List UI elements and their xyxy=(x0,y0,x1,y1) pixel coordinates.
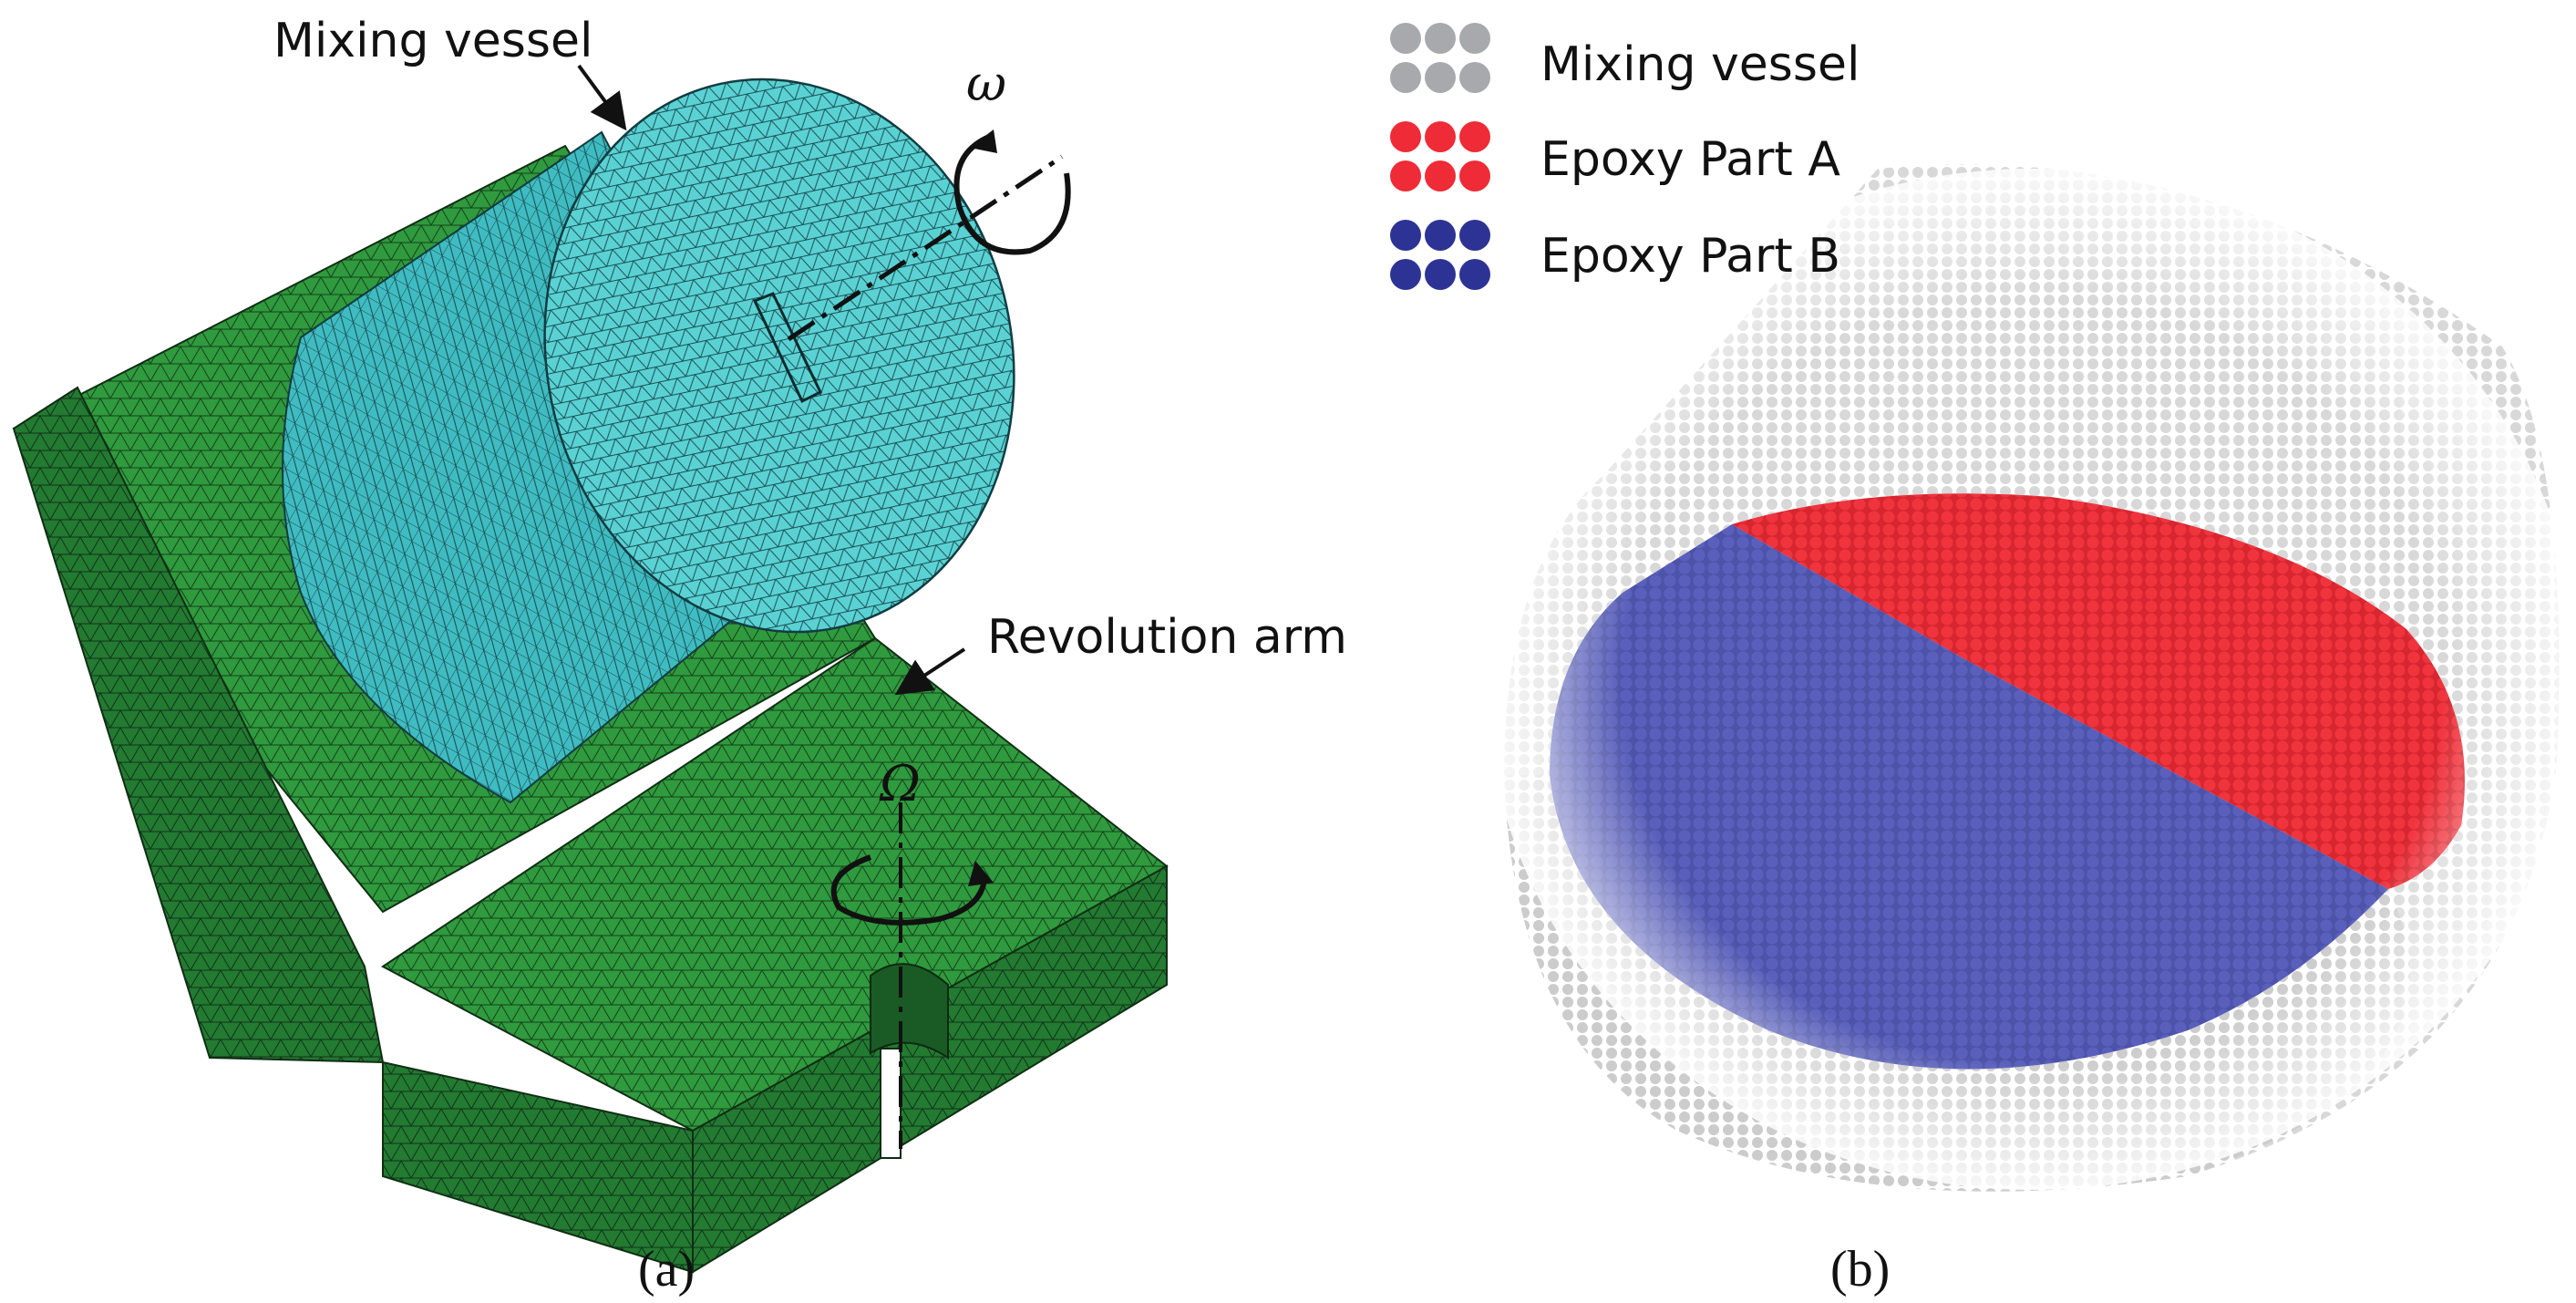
capital-omega-symbol: Ω xyxy=(879,755,921,812)
panel-a: ω Ω Mixing vessel Revolution arm (a) xyxy=(12,14,1347,1298)
mixing-vessel-body xyxy=(282,78,1015,804)
mixing-vessel-callout: Mixing vessel xyxy=(273,14,592,68)
revolution-arm-leader xyxy=(894,647,966,696)
legend-label-mixing-vessel: Mixing vessel xyxy=(1540,37,1860,92)
vessel-rotation-arrow-icon xyxy=(953,129,1071,255)
legend-swatch-epoxy-part-b xyxy=(1390,220,1490,290)
omega-symbol: ω xyxy=(966,55,1006,112)
legend-item-epoxy-part-b: Epoxy Part B xyxy=(1390,220,1840,290)
legend-label-epoxy-part-b: Epoxy Part B xyxy=(1540,229,1840,284)
panel-b: Mixing vessel Epoxy Part A Epoxy Part B … xyxy=(1390,23,2576,1298)
legend-label-epoxy-part-a: Epoxy Part A xyxy=(1540,132,1840,187)
legend-item-mixing-vessel: Mixing vessel xyxy=(1390,23,1860,93)
mixing-vessel-leader xyxy=(577,64,627,131)
vessel-edge-fade xyxy=(1486,169,2576,1190)
legend-swatch-epoxy-part-a xyxy=(1390,121,1490,191)
arm-revolution-arrow-icon xyxy=(830,854,994,926)
caption-a: (a) xyxy=(638,1241,695,1298)
legend-item-epoxy-part-a: Epoxy Part A xyxy=(1390,121,1840,191)
vessel-rotation-axis xyxy=(787,154,1064,342)
revolution-arm-callout: Revolution arm xyxy=(987,610,1347,665)
caption-b: (b) xyxy=(1830,1241,1890,1298)
legend: Mixing vessel Epoxy Part A Epoxy Part B xyxy=(1390,23,1860,290)
legend-swatch-mixing-vessel xyxy=(1390,23,1490,93)
